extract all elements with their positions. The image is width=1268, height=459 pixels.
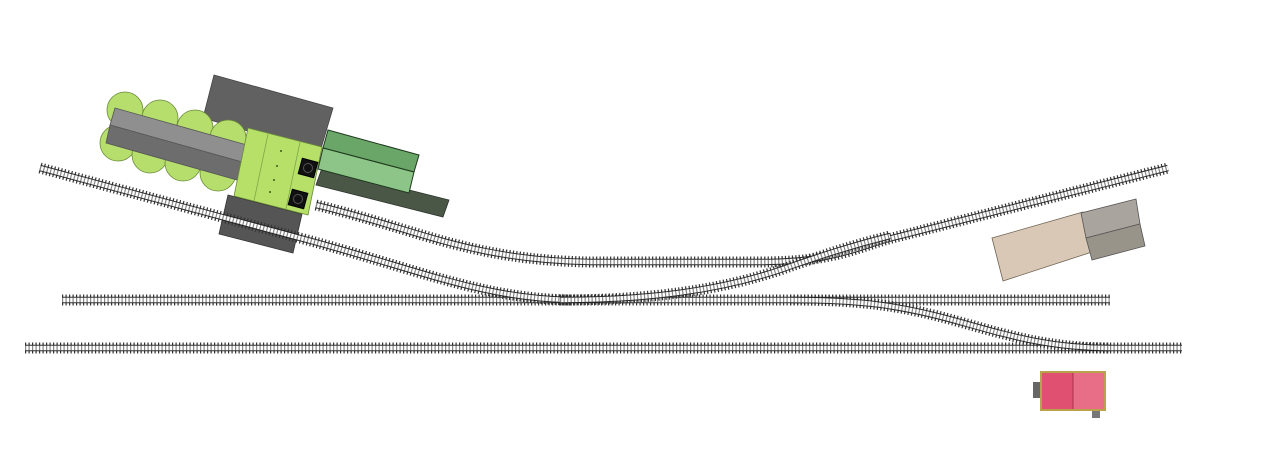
- machine-block-1-ring: [303, 163, 313, 173]
- grey-shed-bottom: [1085, 223, 1146, 261]
- lime-building-dot-2: [276, 165, 278, 167]
- track-diagonal-upper-left: [38, 162, 571, 306]
- track-crossover-up-ties: [559, 230, 892, 306]
- track-upper-curve: [314, 162, 1170, 268]
- track-crossover-down-gap: [789, 297, 1111, 351]
- lime-building-dot-4: [269, 191, 271, 193]
- vehicle-body: [1073, 373, 1104, 409]
- vehicle-step: [1092, 410, 1100, 418]
- track-crossover-down: [789, 294, 1111, 354]
- track-crossover-down-rail-pair: [789, 296, 1111, 352]
- vehicle-coupler: [1033, 382, 1041, 398]
- lime-building-divider-2: [285, 141, 301, 210]
- track-crossover-up-ties-visible: [559, 233, 891, 303]
- vehicle-cab: [1042, 373, 1073, 409]
- track-diagonal-upper-left-ties-visible: [39, 165, 571, 303]
- machine-block-2: [287, 188, 309, 210]
- track-crossover-down-rails-outer: [790, 300, 1110, 348]
- machine-block-2-ring: [293, 194, 303, 204]
- track-upper-curve-ties-visible: [315, 165, 1169, 265]
- track-crossover-down-rail-between: [789, 297, 1111, 351]
- track-crossover-down-ties: [789, 294, 1111, 354]
- lime-building-dot-3: [273, 179, 275, 181]
- lime-building-divider-1: [253, 133, 269, 202]
- machine-block-1: [297, 157, 319, 179]
- track-crossover-down-ties-visible: [789, 297, 1111, 351]
- track-crossover-down-ties-inner: [789, 297, 1111, 351]
- lime-building-dot-1: [280, 150, 282, 152]
- green-shed-bottom: [317, 147, 415, 194]
- tan-building: [991, 211, 1093, 282]
- track-crossover-up: [559, 230, 892, 306]
